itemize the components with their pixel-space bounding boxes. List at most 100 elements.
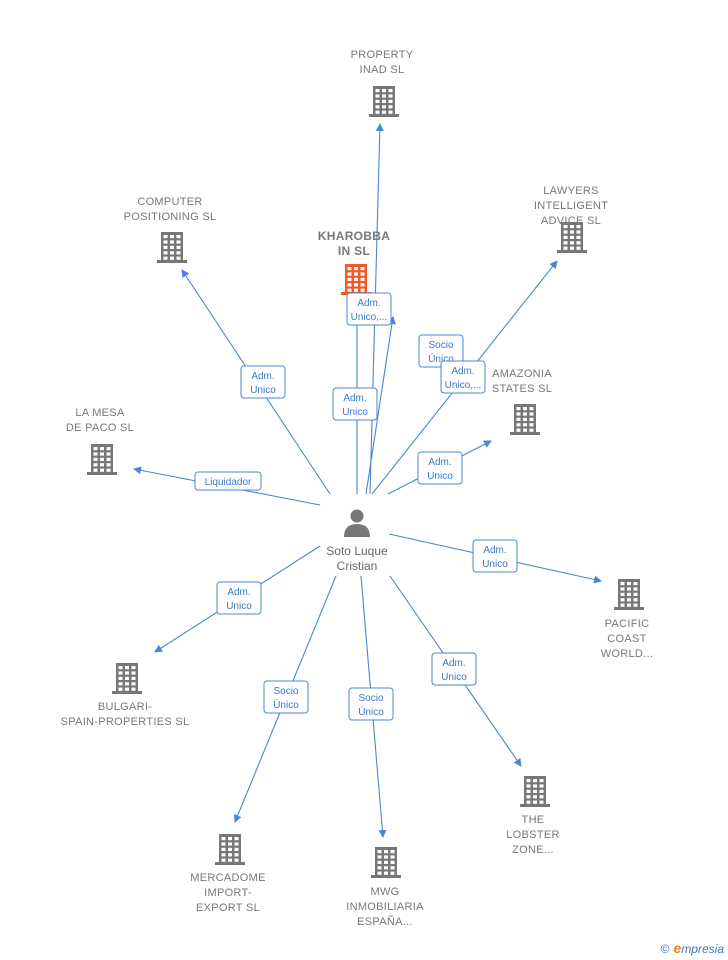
company-label-line[interactable]: AMAZONIA — [492, 368, 552, 380]
building-window — [620, 603, 625, 607]
building-window — [539, 789, 544, 793]
building-window — [576, 241, 581, 245]
building-icon[interactable] — [520, 776, 550, 807]
company-label-line[interactable]: LA MESA — [75, 407, 125, 419]
building-icon[interactable] — [557, 222, 587, 253]
company-label-line[interactable]: ADVICE SL — [541, 215, 601, 227]
building-window — [234, 837, 239, 841]
building-window — [228, 853, 232, 857]
building-window — [563, 246, 568, 250]
building-icon[interactable] — [112, 663, 142, 694]
building-window — [170, 256, 174, 260]
company-node-lamesa[interactable]: LA MESA DE PACO SL — [66, 407, 134, 475]
company-label-line[interactable]: THE — [522, 814, 545, 826]
relation-badge-property[interactable]: Adm.Unico,... — [346, 292, 392, 326]
company-label-line[interactable]: STATES SL — [492, 383, 552, 395]
building-icon[interactable] — [510, 404, 540, 435]
building-window — [106, 468, 111, 472]
relation-badge-amazonia[interactable]: Adm.Unico — [417, 451, 463, 485]
company-label-line[interactable]: ESPAÑA... — [357, 915, 413, 928]
building-window — [106, 447, 111, 451]
company-node-property[interactable]: PROPERTY INAD SL — [351, 49, 414, 117]
relation-badge-lamesa[interactable]: Liquidador — [194, 471, 262, 491]
company-node-mwg[interactable]: MWG INMOBILIARIA ESPAÑA... — [346, 847, 424, 928]
company-label-line[interactable]: INAD SL — [360, 64, 405, 76]
company-label-line[interactable]: COMPUTER — [137, 196, 202, 208]
company-label-line[interactable]: INTELLIGENT — [534, 200, 608, 212]
building-window — [347, 272, 352, 276]
company-node-computer[interactable]: COMPUTER POSITIONING SL — [124, 196, 217, 263]
building-icon[interactable] — [614, 579, 644, 610]
building-window — [516, 407, 521, 411]
building-window — [563, 230, 568, 234]
building-window — [234, 842, 239, 846]
company-label-line[interactable]: DE PACO SL — [66, 422, 134, 434]
relation-badge-lobster[interactable]: Adm.Unico — [431, 652, 477, 686]
building-icon[interactable] — [371, 847, 401, 878]
company-label-line[interactable]: WORLD... — [601, 648, 654, 660]
building-window — [375, 89, 380, 93]
badge-label-line: Unico — [482, 559, 508, 570]
company-label-line[interactable]: COAST — [607, 633, 646, 645]
person-name-line1[interactable]: Soto Luque — [326, 544, 388, 558]
building-window — [221, 853, 226, 857]
company-label-line[interactable]: MWG — [370, 886, 399, 898]
company-node-bulgari[interactable]: BULGARI- SPAIN-PROPERTIES SL — [61, 663, 190, 728]
badge-box — [472, 539, 518, 573]
building-window — [576, 246, 581, 250]
person-name-line2[interactable]: Cristian — [337, 559, 378, 573]
building-icon[interactable] — [157, 232, 187, 263]
building-icon[interactable] — [341, 264, 371, 295]
company-label-line[interactable]: KHAROBBA — [318, 229, 390, 243]
company-label-line[interactable]: PROPERTY — [351, 49, 414, 61]
badge-label-line: Adm. — [227, 587, 250, 598]
building-window — [529, 412, 534, 416]
company-node-mercadome[interactable]: MERCADOME IMPORT- EXPORT SL — [190, 834, 265, 914]
relation-badge-bulgari[interactable]: Adm.Unico — [216, 581, 262, 615]
building-window — [176, 235, 181, 239]
building-window — [360, 288, 365, 292]
company-node-lawyers[interactable]: LAWYERS INTELLIGENT ADVICE SL — [534, 185, 608, 253]
building-window — [382, 99, 386, 103]
building-icon[interactable] — [215, 834, 245, 865]
building-window — [529, 417, 534, 421]
company-label-line[interactable]: LOBSTER — [506, 829, 559, 841]
building-window — [563, 235, 568, 239]
relation-badge-kharobba[interactable]: Adm.Unico — [332, 387, 378, 421]
building-icon[interactable] — [369, 86, 399, 117]
company-label-line[interactable]: POSITIONING SL — [124, 211, 217, 223]
building-window — [163, 235, 168, 239]
relation-badge-lawyers[interactable]: Adm.Unico,... — [440, 360, 486, 394]
company-node-lobster[interactable]: THE LOBSTER ZONE... — [506, 776, 559, 856]
empresia-brand[interactable]: ©empresia — [661, 940, 724, 956]
building-window — [176, 240, 181, 244]
company-label-line[interactable]: PACIFIC — [605, 618, 650, 630]
company-label-line[interactable]: EXPORT SL — [196, 902, 260, 914]
company-label-line[interactable]: BULGARI- — [98, 701, 152, 713]
badge-box — [431, 652, 477, 686]
company-label-line[interactable]: IMPORT- — [204, 887, 252, 899]
company-label-line[interactable]: SPAIN-PROPERTIES SL — [61, 716, 190, 728]
relation-edge-lawyers — [365, 316, 396, 495]
company-label-line[interactable]: IN SL — [338, 244, 370, 258]
relation-badge-pacific[interactable]: Adm.Unico — [472, 539, 518, 573]
relation-badge-computer[interactable]: Adm.Unico — [240, 365, 286, 399]
building-window — [360, 267, 365, 271]
company-label-line[interactable]: INMOBILIARIA — [346, 901, 424, 913]
building-window — [388, 105, 393, 109]
company-label-line[interactable]: ZONE... — [512, 844, 554, 856]
building-window — [347, 267, 352, 271]
company-label-line[interactable]: MERCADOME — [190, 872, 265, 884]
building-window — [627, 598, 631, 602]
company-node-amazonia[interactable]: AMAZONIA STATES SL — [492, 368, 552, 435]
building-window — [131, 671, 136, 675]
building-icon[interactable] — [87, 444, 117, 475]
company-node-pacific[interactable]: PACIFIC COAST WORLD... — [601, 579, 654, 660]
building-window — [384, 860, 388, 864]
company-label-line[interactable]: LAWYERS — [543, 185, 598, 197]
